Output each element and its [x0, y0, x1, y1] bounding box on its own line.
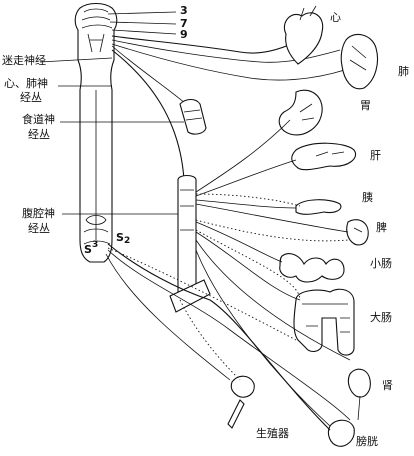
aorta — [169, 174, 211, 313]
celiac-plexus-label-line1: 腹腔神 — [22, 207, 55, 220]
sacral-2-label: 2 — [124, 236, 131, 246]
segment-7: 7 — [180, 17, 188, 30]
segment-9: 9 — [180, 28, 188, 41]
heart-organ — [284, 5, 324, 65]
esophagus — [179, 98, 207, 135]
lung-organ — [340, 33, 379, 90]
sacral-3-label: 3 — [92, 240, 99, 250]
cardiac-pulmonary-plexus-label-line1: 心、肺神 — [4, 77, 48, 90]
cranial-nerve-lines — [107, 11, 177, 35]
liver-label: 肝 — [370, 149, 381, 162]
spleen-label: 脾 — [376, 221, 387, 234]
heart-label: 心 — [330, 11, 341, 24]
stomach-organ — [278, 89, 323, 136]
stomach-label: 胃 — [360, 99, 371, 112]
sacral-s3-label: S — [84, 243, 92, 256]
cardiac-pulmonary-plexus-label-line2: 经丛 — [20, 91, 42, 104]
kidney-label: 肾 — [382, 379, 393, 392]
sacral-parasympathetic-fibers — [105, 243, 351, 431]
liver-organ — [291, 142, 356, 171]
vagus-nerve-label: 迷走神经 — [2, 54, 46, 67]
pancreas-label: 胰 — [362, 191, 373, 204]
esophageal-plexus-label-line1: 食道神 — [22, 113, 55, 126]
bladder-label: 膀胱 — [356, 435, 378, 448]
bladder-organ — [327, 419, 355, 447]
lung-label: 肺 — [398, 65, 409, 78]
segment-3: 3 — [180, 4, 188, 17]
large-intestine-organ — [293, 288, 355, 356]
small-intestine-label: 小肠 — [370, 257, 392, 270]
genital-label: 生殖器 — [256, 427, 289, 440]
genital-organ — [227, 375, 255, 429]
small-intestine-organ — [279, 253, 345, 283]
kidney-organ — [347, 368, 371, 421]
organ-branches — [299, 103, 363, 233]
spinal-cord — [74, 2, 118, 263]
spleen-organ — [346, 219, 369, 246]
vagus-nerve-fibers — [39, 35, 357, 231]
celiac-plexus-label-line2: 经丛 — [28, 222, 50, 235]
pancreas-organ — [295, 199, 342, 215]
esophageal-plexus-label-line2: 经丛 — [28, 128, 50, 141]
sacral-s-label: S — [116, 231, 124, 244]
large-intestine-label: 大肠 — [370, 311, 392, 324]
